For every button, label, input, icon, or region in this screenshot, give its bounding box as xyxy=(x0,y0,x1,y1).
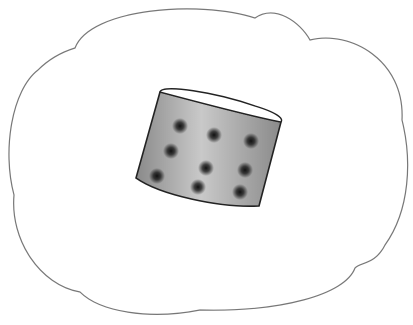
cylinder-spot xyxy=(163,143,179,159)
cylinder-spot xyxy=(243,133,259,149)
cylinder-spot xyxy=(198,160,214,176)
cylinder xyxy=(136,89,282,206)
cylinder-spot xyxy=(232,184,248,200)
cylinder-spot xyxy=(206,127,222,143)
cylinder-spot xyxy=(149,168,165,184)
cylinder-spot xyxy=(172,118,188,134)
cylinder-spot xyxy=(190,179,206,195)
cylinder-spot xyxy=(237,162,253,178)
